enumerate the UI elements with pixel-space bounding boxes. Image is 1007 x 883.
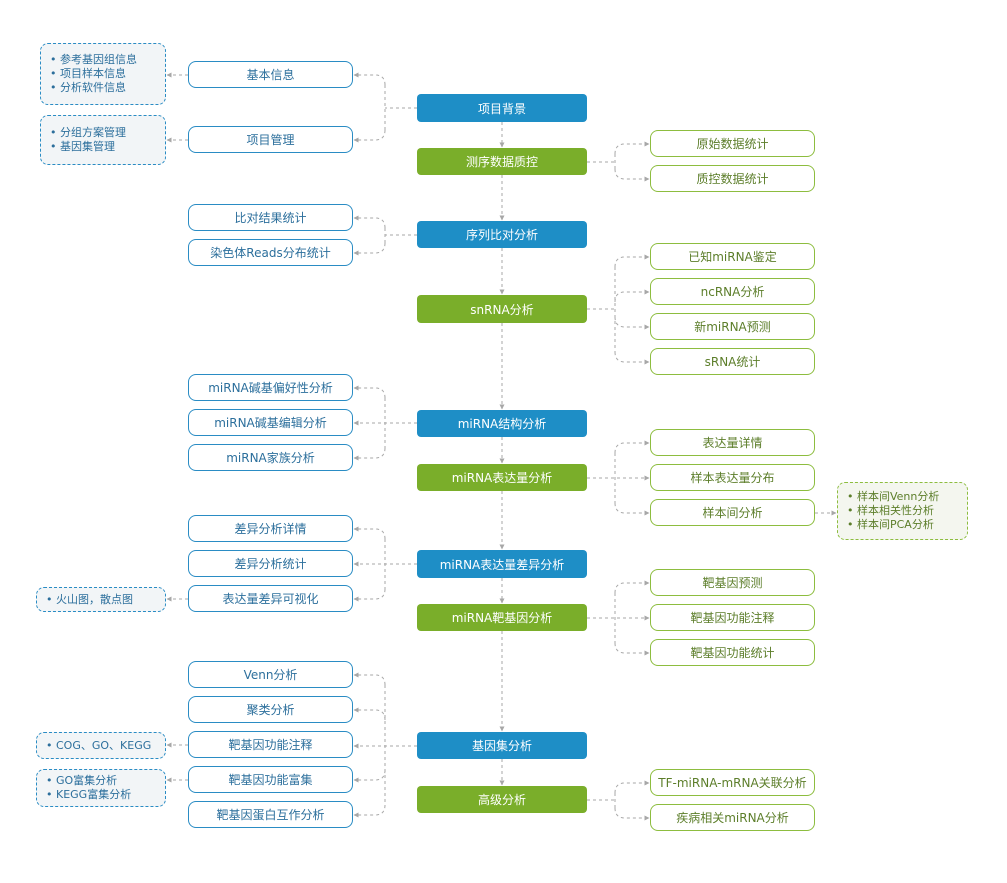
node-diff-details: 差异分析详情: [188, 515, 353, 542]
left-branch-arrow: [353, 129, 386, 143]
node-advanced: 高级分析: [417, 786, 587, 813]
note-line: • KEGG富集分析: [46, 788, 132, 801]
node-inter-sample: 样本间分析: [650, 499, 815, 526]
node-raw-stats: 原始数据统计: [650, 130, 815, 157]
right-branch-arrow: [614, 580, 650, 594]
note-line: • 样本相关性分析: [847, 504, 934, 517]
node-chromosome-reads: 染色体Reads分布统计: [188, 239, 353, 266]
note-target-annotation: • COG、GO、KEGG: [36, 732, 166, 759]
note-target-enrichment: • GO富集分析 • KEGG富集分析: [36, 769, 166, 807]
node-project-background: 项目背景: [417, 94, 587, 122]
node-target-enrichment: 靶基因功能富集: [188, 766, 353, 793]
left-branch-arrow: [353, 672, 386, 686]
node-gene-set: 基因集分析: [417, 732, 587, 759]
note-line: • GO富集分析: [46, 774, 118, 787]
node-cluster: 聚类分析: [188, 696, 353, 723]
node-base-editing: miRNA碱基编辑分析: [188, 409, 353, 436]
left-branch-arrow: [353, 804, 386, 818]
node-alignment: 序列比对分析: [417, 221, 587, 248]
node-mirna-diff-expression: miRNA表达量差异分析: [417, 550, 587, 578]
node-mirna-expression: miRNA表达量分析: [417, 464, 587, 491]
note-line: • 参考基因组信息: [50, 53, 137, 66]
left-branch-arrow: [353, 588, 386, 602]
node-ppi: 靶基因蛋白互作分析: [188, 801, 353, 828]
right-branch-arrow: [614, 807, 650, 821]
note-diff-visual: • 火山图，散点图: [36, 587, 166, 612]
note-line: • 项目样本信息: [50, 67, 126, 80]
node-sample-expr-dist: 样本表达量分布: [650, 464, 815, 491]
right-branch-arrow: [614, 316, 650, 330]
right-branch-arrow: [614, 780, 650, 794]
node-mirna-structure: miRNA结构分析: [417, 410, 587, 437]
node-diff-visual: 表达量差异可视化: [188, 585, 353, 612]
left-branch-arrow: [353, 215, 386, 229]
left-branch-arrow: [353, 72, 386, 86]
note-line: • 基因集管理: [50, 140, 115, 153]
note-line: • COG、GO、KEGG: [46, 738, 152, 752]
note-line: • 分组方案管理: [50, 126, 126, 139]
right-branch-arrow: [614, 254, 650, 268]
left-branch-arrow: [353, 385, 386, 399]
left-branch-arrow: [353, 242, 386, 256]
left-branch-arrow: [353, 447, 386, 461]
note-basic-info: • 参考基因组信息 • 项目样本信息 • 分析软件信息: [40, 43, 166, 105]
node-target-func-annotation: 靶基因功能注释: [650, 604, 815, 631]
node-srna-stats: sRNA统计: [650, 348, 815, 375]
node-diff-stats: 差异分析统计: [188, 550, 353, 577]
note-project-management: • 分组方案管理 • 基因集管理: [40, 115, 166, 165]
node-qc-stats: 质控数据统计: [650, 165, 815, 192]
right-branch-arrow: [614, 440, 650, 454]
left-branch-arrow: [353, 769, 386, 783]
node-ncrna: ncRNA分析: [650, 278, 815, 305]
note-inter-sample: • 样本间Venn分析 • 样本相关性分析 • 样本间PCA分析: [837, 482, 968, 540]
node-disease-mirna: 疾病相关miRNA分析: [650, 804, 815, 831]
note-line: • 分析软件信息: [50, 81, 126, 94]
node-expr-details: 表达量详情: [650, 429, 815, 456]
node-family: miRNA家族分析: [188, 444, 353, 471]
right-branch-arrow: [614, 168, 650, 182]
node-project-management: 项目管理: [188, 126, 353, 153]
note-line: • 样本间Venn分析: [847, 490, 940, 503]
node-alignment-stats: 比对结果统计: [188, 204, 353, 231]
left-branch-arrow: [353, 707, 386, 721]
node-venn: Venn分析: [188, 661, 353, 688]
node-tf-network: TF-miRNA-mRNA关联分析: [650, 769, 815, 796]
node-novel-mirna: 新miRNA预测: [650, 313, 815, 340]
node-base-bias: miRNA碱基偏好性分析: [188, 374, 353, 401]
node-known-mirna: 已知miRNA鉴定: [650, 243, 815, 270]
node-target-annotation: 靶基因功能注释: [188, 731, 353, 758]
right-branch-arrow: [614, 141, 650, 155]
note-line: • 火山图，散点图: [46, 592, 133, 606]
node-mirna-target: miRNA靶基因分析: [417, 604, 587, 631]
node-target-prediction: 靶基因预测: [650, 569, 815, 596]
right-branch-arrow: [614, 289, 650, 303]
note-line: • 样本间PCA分析: [847, 518, 934, 531]
right-branch-arrow: [614, 642, 650, 656]
node-sequencing-qc: 测序数据质控: [417, 148, 587, 175]
node-target-func-stats: 靶基因功能统计: [650, 639, 815, 666]
node-snrna: snRNA分析: [417, 295, 587, 323]
right-branch-arrow: [614, 502, 650, 516]
right-branch-arrow: [614, 351, 650, 365]
node-basic-info: 基本信息: [188, 61, 353, 88]
left-branch-arrow: [353, 526, 386, 540]
